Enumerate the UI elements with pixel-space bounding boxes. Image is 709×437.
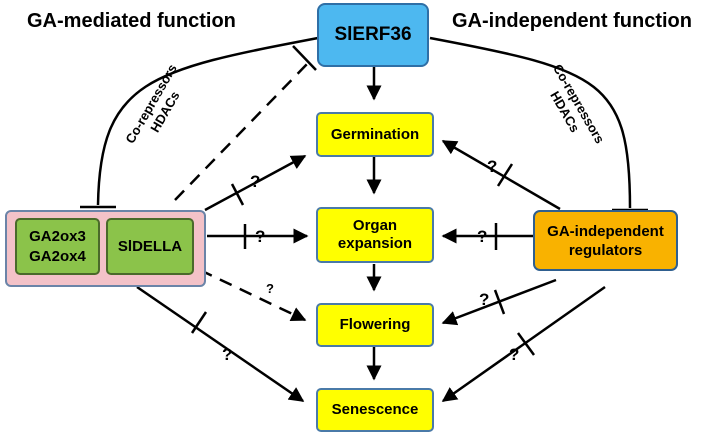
- node-germination: Germination: [316, 112, 434, 157]
- node-ga-independent-regulators: GA-independent regulators: [533, 210, 678, 271]
- heading-ga-mediated: GA-mediated function: [27, 10, 236, 32]
- inhibit-bar-gaind-flowering: [493, 289, 506, 315]
- question-ga-organ: ?: [255, 227, 266, 246]
- dashed-inhibit-bar: [292, 45, 317, 71]
- question-gaind-senescence: ?: [509, 345, 520, 364]
- heading-ga-independent: GA-independent function: [452, 10, 692, 32]
- inhibit-bar-gaind-germination: [496, 163, 514, 187]
- question-ga-flowering: ?: [266, 281, 274, 296]
- inhibit-bar-gaind-senescence: [516, 332, 536, 356]
- question-gaind-flowering: ?: [479, 290, 490, 309]
- line-gaind-senescence: [441, 285, 606, 403]
- question-gaind-germination: ?: [487, 157, 498, 176]
- node-organ-expansion: Organ expansion: [316, 207, 434, 263]
- question-gaind-organ: ?: [477, 227, 488, 246]
- inhibit-bar-ga-senescence: [190, 311, 208, 334]
- dashed-inhibit-slerf36: [174, 60, 311, 201]
- line-ga-senescence: [136, 285, 305, 403]
- question-ga-germination: ?: [250, 172, 261, 191]
- line-ga-germination: [204, 154, 307, 212]
- inhibit-slerf36-ga-box: [96, 36, 319, 206]
- inhibit-slerf36-ga-independent: [429, 36, 632, 209]
- node-flowering: Flowering: [316, 303, 434, 347]
- dashed-ga-flowering: [199, 268, 307, 322]
- node-slerf36: SlERF36: [317, 3, 429, 67]
- question-ga-senescence: ?: [222, 345, 233, 364]
- line-gaind-germination: [441, 139, 561, 211]
- inhibit-bar-ga-germination: [230, 183, 245, 206]
- node-sldella: SlDELLA: [106, 218, 194, 275]
- node-senescence: Senescence: [316, 388, 434, 432]
- node-ga2ox: GA2ox3 GA2ox4: [15, 218, 100, 275]
